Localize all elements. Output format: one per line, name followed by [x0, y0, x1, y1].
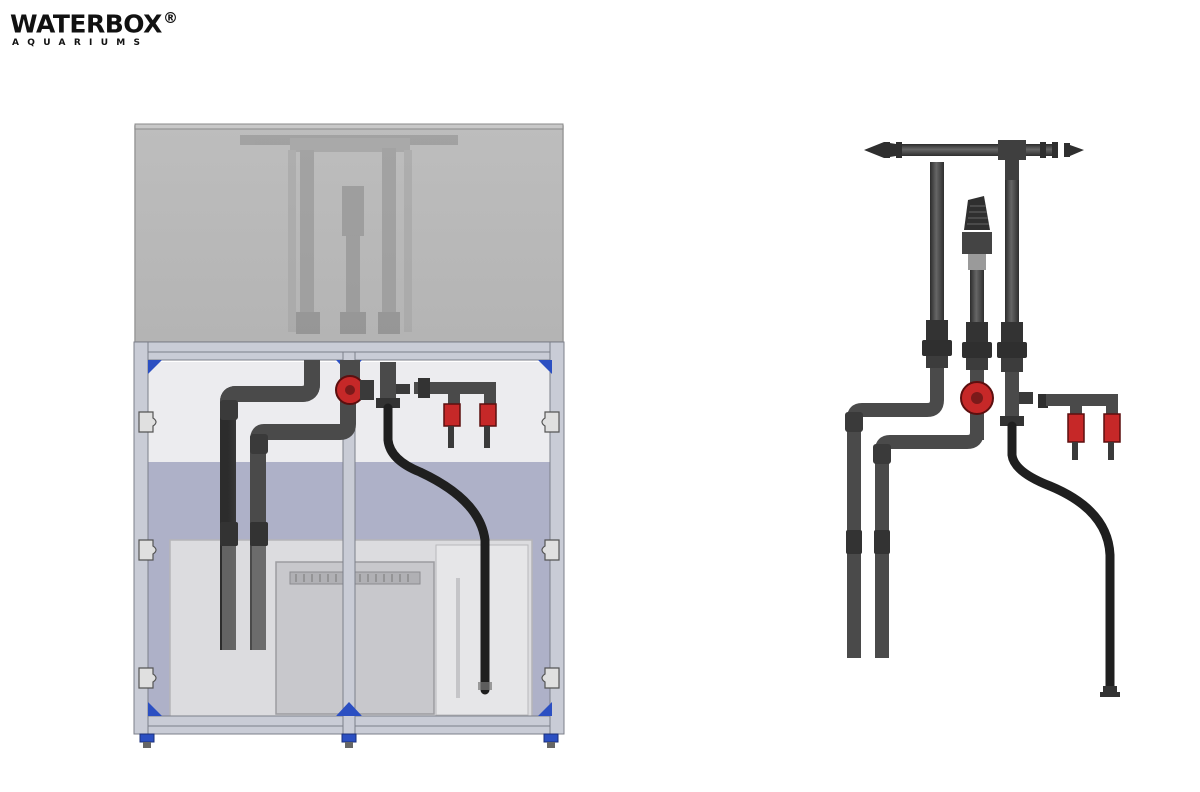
brand-name: WATERBOX®	[10, 9, 178, 39]
return-line-kit	[997, 180, 1120, 697]
overflow-pipe-center	[873, 196, 994, 658]
stand-plumbing	[220, 360, 497, 695]
registered-mark: ®	[162, 9, 178, 27]
stand-feet	[139, 733, 559, 743]
tank-internal-plumbing	[240, 135, 458, 334]
brand-logo: WATERBOX® AQUARIUMS	[10, 4, 178, 49]
brand-tagline: AQUARIUMS	[12, 38, 149, 49]
overflow-pipe-left	[845, 162, 952, 658]
plumbing-kit-exploded	[845, 140, 1121, 697]
kit-return-hose	[1007, 421, 1115, 695]
aquarium-assembly	[133, 123, 565, 748]
kit-manifold	[1038, 394, 1121, 460]
return-spray-bar	[864, 140, 1084, 180]
frame-clips	[138, 411, 560, 689]
return-hose	[383, 403, 490, 695]
manifold-valves	[443, 403, 497, 448]
tank-top-rim	[134, 123, 564, 130]
